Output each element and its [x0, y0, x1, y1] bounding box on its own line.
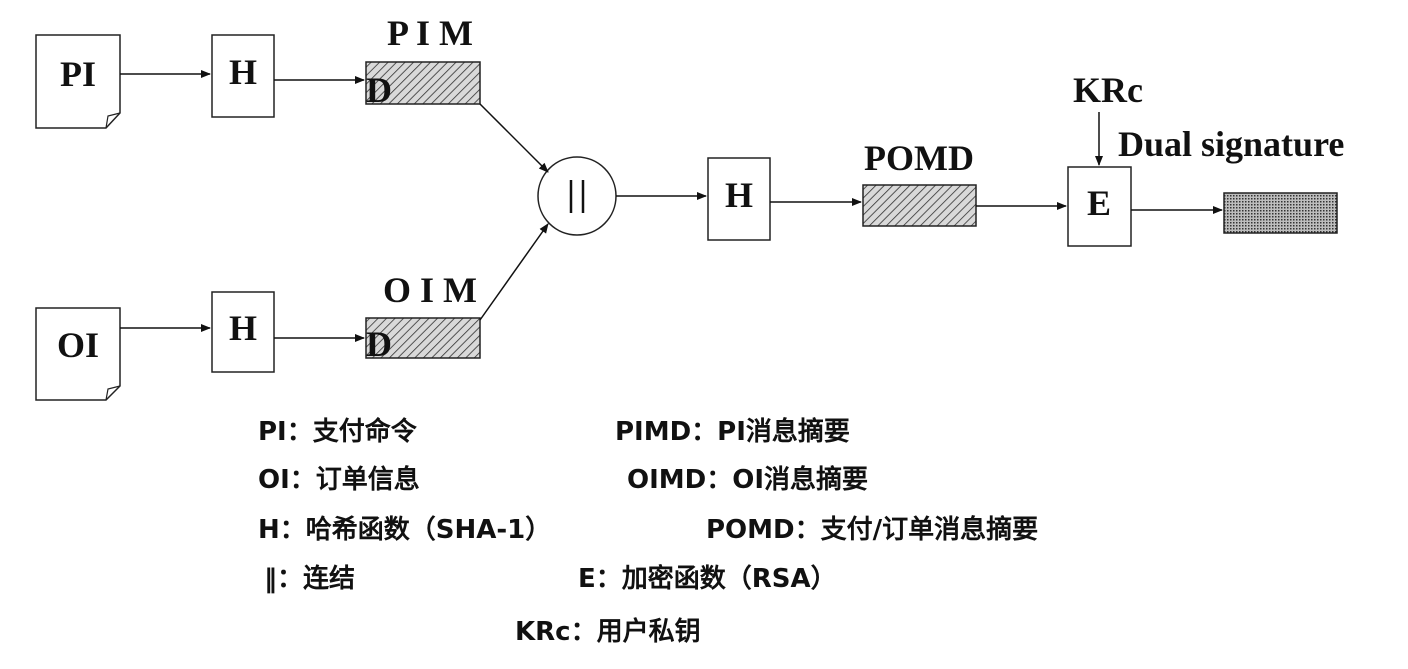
pi-document-label: PI [60, 54, 96, 94]
oimd-label-d: D [366, 324, 392, 364]
oimd-label: O I M [383, 270, 477, 310]
concat-circle [537, 156, 617, 236]
legend-h: H：哈希函数（SHA-1） [258, 514, 551, 545]
oi-document-label: OI [57, 325, 99, 365]
pimd-label-d: D [366, 70, 392, 110]
pomd-block: POMD [862, 138, 977, 227]
pomd-label: POMD [864, 138, 974, 178]
legend-oi: OI：订单信息 [258, 464, 420, 495]
dual-signature-block [1223, 192, 1338, 234]
legend-krc: KRc：用户私钥 [515, 616, 701, 647]
krc-label: KRc [1073, 70, 1143, 110]
legend-e: E：加密函数（RSA） [578, 563, 837, 594]
arrows [120, 70, 1223, 342]
legend-pomd: POMD：支付/订单消息摘要 [706, 514, 1038, 545]
legend: PI：支付命令 PIMD：PI消息摘要 OI：订单信息 OIMD：OI消息摘要 … [258, 416, 1038, 647]
legend-oimd: OIMD：OI消息摘要 [627, 464, 868, 495]
arrow-pimd-to-concat [479, 103, 549, 173]
hash-box-top: H [211, 34, 275, 118]
arrow-oimd-to-concat [479, 223, 549, 321]
pi-document: PI [35, 34, 121, 129]
encrypt-box-label: E [1087, 183, 1111, 223]
legend-pi: PI：支付命令 [258, 416, 418, 447]
hash-box-bottom-label: H [229, 308, 257, 348]
dual-signature-label: Dual signature [1118, 124, 1344, 164]
pimd-block: P I M D [365, 13, 481, 110]
hash-box-bottom: H [211, 291, 275, 373]
hash-box-middle-label: H [725, 175, 753, 215]
encrypt-box: E [1067, 166, 1132, 247]
oi-document: OI [35, 307, 121, 401]
hash-box-top-label: H [229, 52, 257, 92]
legend-pimd: PIMD：PI消息摘要 [615, 416, 850, 447]
pimd-label: P I M [387, 13, 473, 53]
hash-box-middle: H [707, 157, 771, 241]
oimd-block: O I M D [365, 270, 481, 364]
legend-concat: ‖：连结 [264, 564, 355, 594]
